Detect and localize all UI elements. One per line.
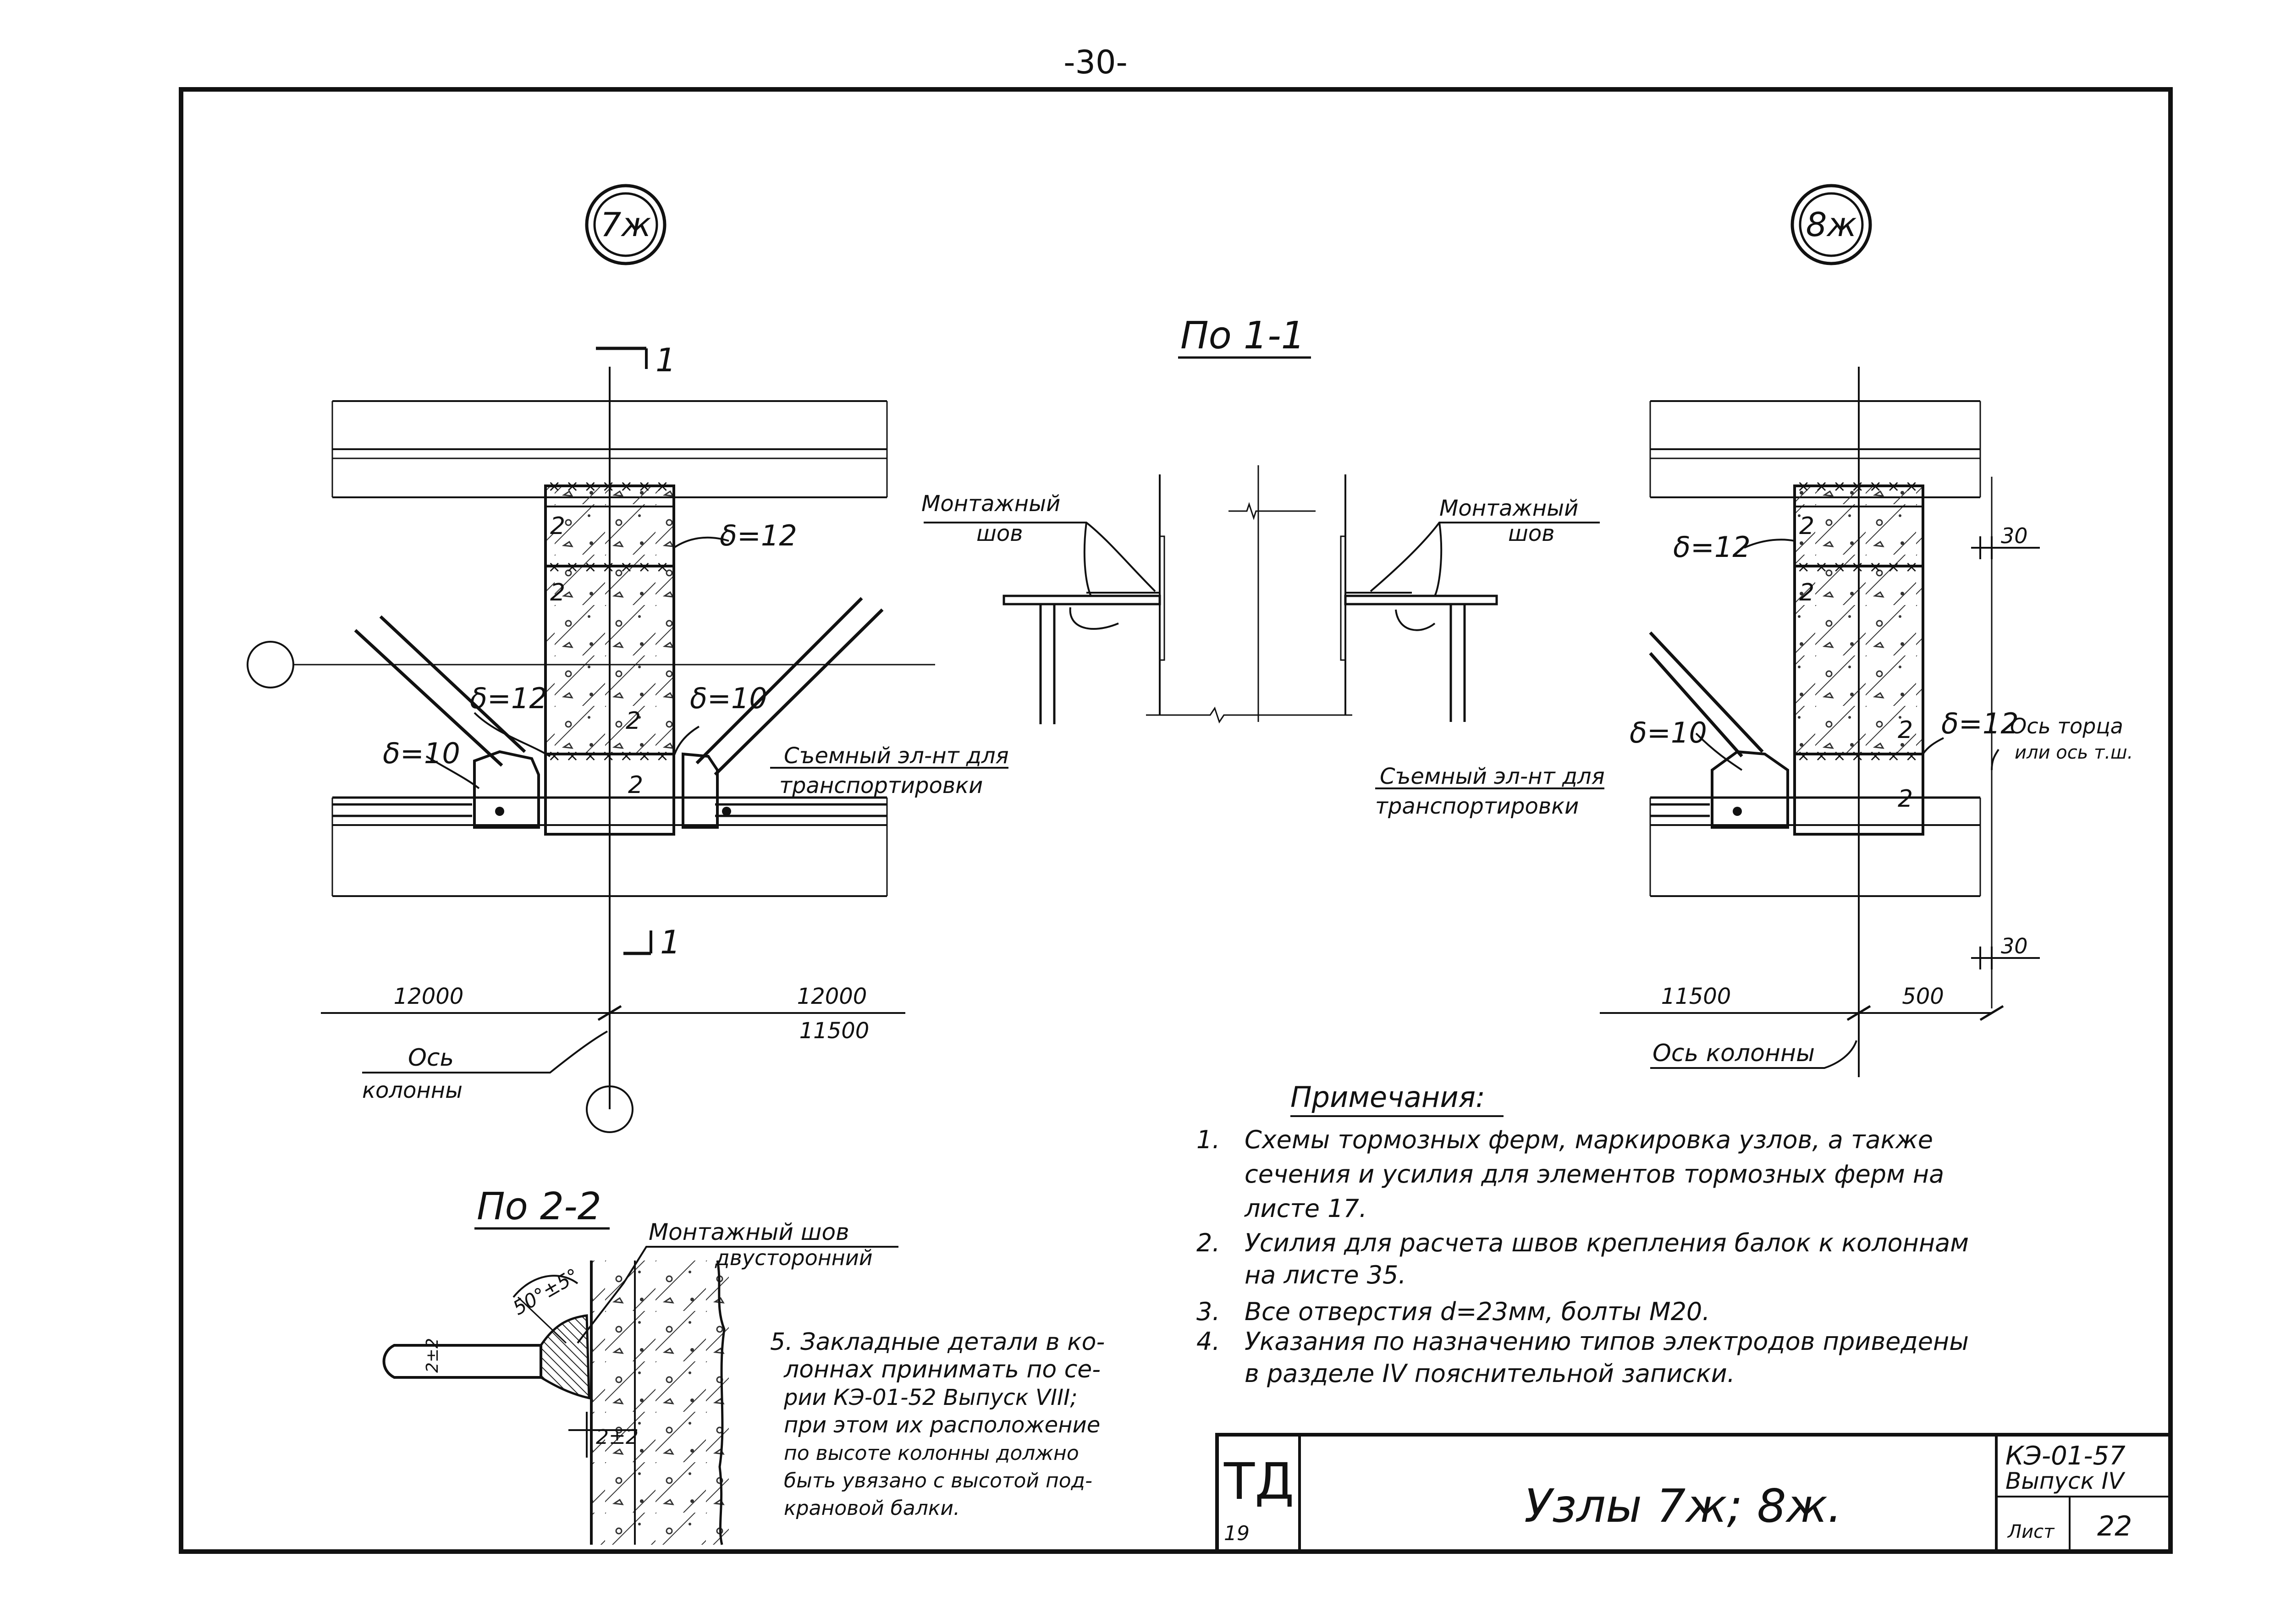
title-block-logo-sub: 19 — [1224, 1522, 1250, 1545]
note3-num: 3. — [1196, 1297, 1220, 1326]
node7-delta-right: δ=10 — [690, 682, 767, 715]
title-block-issue: Выпуск IV — [2005, 1468, 2126, 1494]
note4-line2: в разделе IV пояснительной записки. — [1245, 1359, 1735, 1388]
section11-left-weld-1: Монтажный — [921, 491, 1060, 517]
title-block-sheet-number: 22 — [2097, 1510, 2132, 1542]
note4-num: 4. — [1196, 1327, 1220, 1356]
node7-axis-label-1: Ось — [408, 1044, 454, 1072]
node8-cut2-d: 2 — [1898, 785, 1913, 813]
section22-drawing — [382, 1246, 898, 1545]
note5: 5. Закладные детали в ко- лоннах принима… — [770, 1328, 1105, 1520]
title-block-logo: ТД — [1223, 1452, 1294, 1511]
section22-angle: 50°±5° — [509, 1264, 583, 1320]
section11-right-weld-2: шов — [1508, 521, 1555, 546]
title-block — [1215, 1433, 2172, 1553]
node7-removable-2: транспортировки — [779, 773, 983, 798]
node-label-8: 8ж — [1790, 184, 1872, 265]
node7-delta-mid: δ=12 — [470, 682, 547, 715]
node8-dim-right: 500 — [1902, 984, 1944, 1009]
node8-end-axis-1: Ось торца — [2010, 714, 2123, 738]
svg-text:× × × × × × ×: × × × × × × × — [1797, 747, 1918, 765]
node8-dim-30-top: 30 — [2001, 523, 2028, 548]
svg-text:× × × × × × ×: × × × × × × × — [548, 558, 669, 576]
node8-dim-left: 11500 — [1661, 984, 1731, 1009]
node7-cut2-a: 2 — [550, 512, 565, 540]
notes-title: Примечания: — [1290, 1080, 1485, 1114]
section11-drawing — [924, 465, 1600, 724]
svg-text:× × × × × × ×: × × × × × × × — [548, 477, 669, 495]
node7-cut-top: 1 — [656, 341, 676, 379]
node-label-7: 7ж — [585, 184, 667, 265]
node-label-8-text: 8ж — [1806, 205, 1857, 244]
note1-line1: Схемы тормозных ферм, маркировка узлов, … — [1245, 1125, 1933, 1154]
title-block-code: КЭ-01-57 — [2005, 1441, 2126, 1471]
node7-axis-label-2: колонны — [362, 1078, 463, 1103]
section22-gap-h: 2±2 — [596, 1426, 639, 1449]
node7-cut2-d: 2 — [628, 771, 643, 799]
note5-line-4: при этом их расположение — [784, 1412, 1100, 1438]
node-label-7-text: 7ж — [600, 205, 651, 244]
node8-delta-left: δ=10 — [1630, 716, 1707, 749]
title-block-sheet-label: Лист — [2007, 1521, 2055, 1542]
note5-line-5: по высоте колонны должно — [784, 1442, 1079, 1465]
note2-num: 2. — [1196, 1228, 1220, 1257]
node8-removable-1: Съемный эл-нт для — [1380, 764, 1605, 789]
title-block-title: Узлы 7ж; 8ж. — [1524, 1479, 1842, 1533]
svg-text:× × × × × × ×: × × × × × × × — [548, 747, 669, 765]
node7-dim-right-top: 12000 — [797, 984, 867, 1009]
node7-drawing: × × × × × × × × × × × × × × × × × × × × … — [247, 347, 1008, 1133]
section11-title: По 1-1 — [1180, 314, 1305, 358]
node7-delta-top: δ=12 — [720, 519, 797, 552]
sheet-frame — [179, 87, 2173, 1554]
note5-line-2: лоннах принимать по се- — [783, 1356, 1101, 1383]
note1-line3: листе 17. — [1244, 1194, 1367, 1223]
section22-weld-1: Монтажный шов — [649, 1219, 849, 1245]
node7-removable-1: Съемный эл-нт для — [784, 743, 1009, 769]
notes: Примечания: 1. Схемы тормозных ферм, мар… — [1196, 1080, 1969, 1388]
node8-delta-right: δ=12 — [1941, 707, 2019, 740]
node7-dim-left: 12000 — [394, 984, 464, 1009]
note5-line-6: быть увязано с высотой под- — [784, 1469, 1092, 1492]
note2-line1: Усилия для расчета швов крепления балок … — [1245, 1228, 1969, 1257]
node8-axis-label: Ось колонны — [1653, 1040, 1815, 1067]
node8-cut2-b: 2 — [1799, 579, 1814, 606]
note5-line-7: крановой балки. — [784, 1497, 960, 1520]
page-number: -30- — [1063, 44, 1128, 81]
svg-text:× × × × × × ×: × × × × × × × — [1797, 558, 1918, 576]
note4-line1: Указания по назначению типов электродов … — [1245, 1327, 1969, 1356]
node8-delta-top: δ=12 — [1673, 530, 1751, 564]
note5-line-1: 5. Закладные детали в ко- — [770, 1328, 1105, 1356]
note1-num: 1. — [1196, 1125, 1220, 1154]
section11-right-weld-1: Монтажный — [1439, 495, 1578, 521]
node7-dim-right-bottom: 11500 — [799, 1018, 870, 1044]
node8-drawing: × × × × × × × × × × × × × × × × × × × × … — [1375, 367, 2040, 1077]
node8-dim-30-bottom: 30 — [2001, 934, 2028, 958]
note3-line1: Все отверстия d=23мм, болты М20. — [1245, 1297, 1710, 1326]
node8-cut2-a: 2 — [1799, 512, 1814, 540]
node8-removable-2: транспортировки — [1375, 793, 1579, 819]
node7-cut2-b: 2 — [550, 579, 565, 606]
section11-left-weld-2: шов — [976, 521, 1023, 546]
node7-cut-bottom: 1 — [660, 924, 681, 961]
note1-line2: сечения и усилия для элементов тормозных… — [1245, 1160, 1944, 1189]
section22-weld-2: двусторонний — [715, 1245, 873, 1270]
section22-gap-v: 2±2 — [423, 1338, 442, 1373]
node8-cut2-c: 2 — [1898, 716, 1913, 744]
section22-title: По 2-2 — [477, 1185, 601, 1228]
svg-text:× × × × × × ×: × × × × × × × — [1797, 477, 1918, 495]
note2-line2: на листе 35. — [1245, 1261, 1406, 1289]
node7-delta-left: δ=10 — [383, 737, 460, 770]
node7-cut2-c: 2 — [626, 707, 641, 735]
node8-end-axis-2: или ось т.ш. — [2015, 742, 2133, 763]
note5-line-3: рии КЭ-01-52 Выпуск VIII; — [783, 1385, 1078, 1410]
